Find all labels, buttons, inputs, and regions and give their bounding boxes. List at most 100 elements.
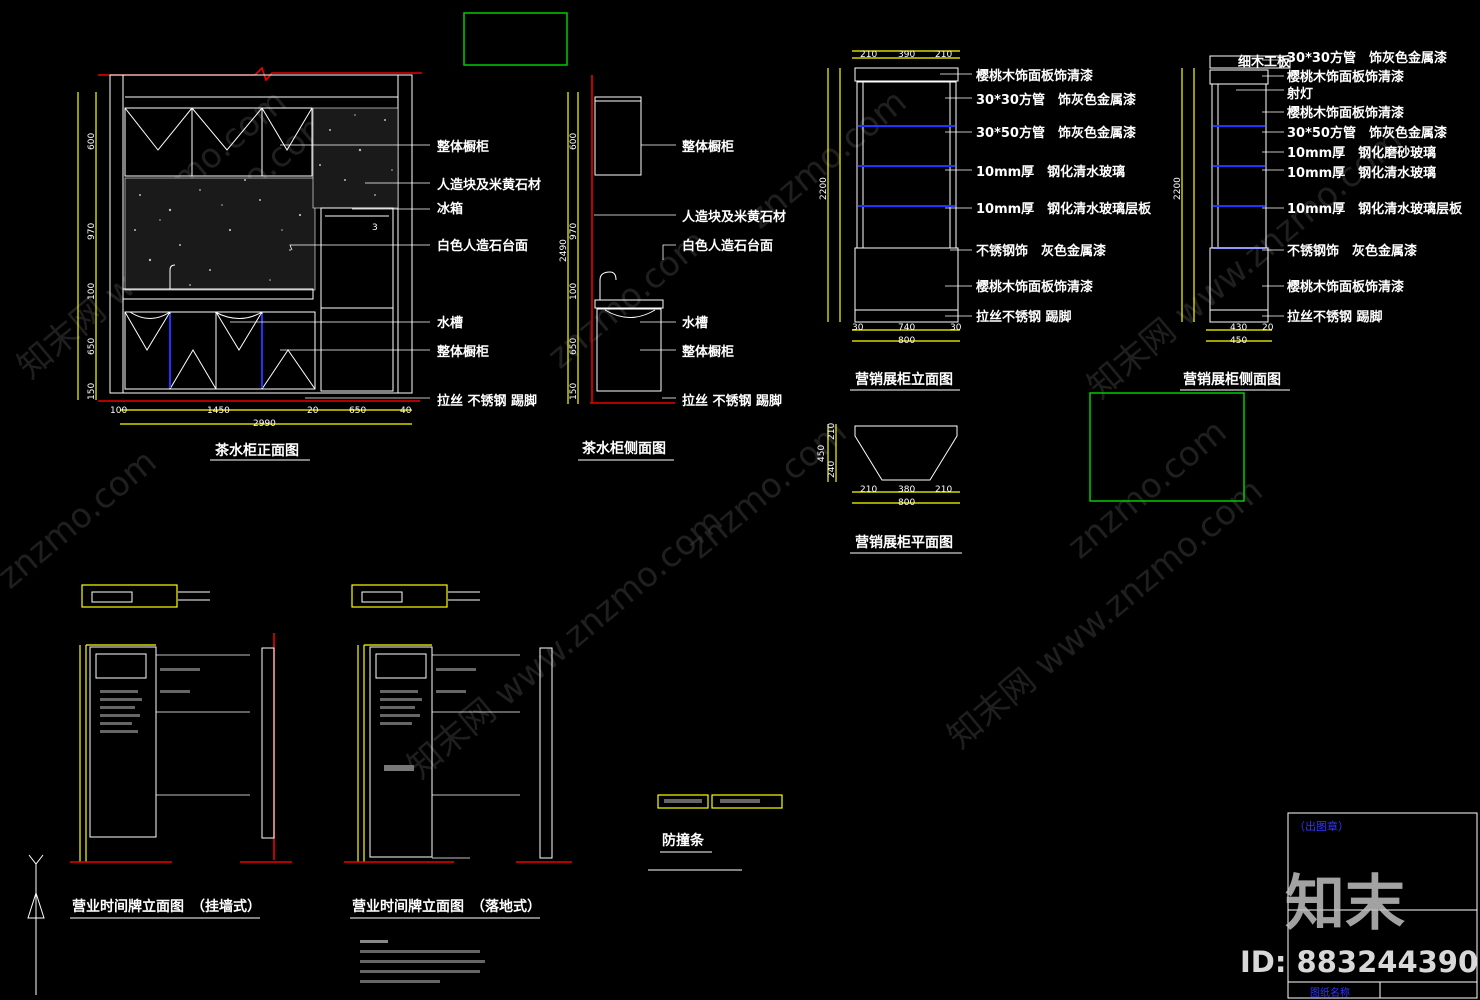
dim-v: 100 (87, 283, 97, 300)
label-kickplate: 拉丝 不锈钢 踢脚 (682, 393, 782, 409)
label-stamp: （出图章） (1294, 819, 1349, 833)
label-kickplate: 拉丝不锈钢 踢脚 (976, 309, 1072, 325)
dim-v: 600 (87, 133, 97, 150)
label-square-tube: 30*30方管 饰灰色金属漆 (1287, 50, 1447, 66)
dim-v: 240 (827, 461, 837, 478)
ucs-axis-icon (27, 854, 45, 995)
sign-text-block (100, 690, 142, 733)
dim-bottom: 740 (898, 323, 915, 333)
dim-v: 210 (827, 423, 837, 440)
dim-v-total: 2200 (1173, 177, 1183, 200)
watermark-site: 知末网 www.znzmo.com (400, 500, 731, 786)
dim-top: 390 (898, 50, 915, 60)
dim-v-total: 2200 (819, 177, 829, 200)
label-integrated-cabinet: 整体橱柜 (681, 139, 734, 155)
label-cherry-panel: 樱桃木饰面板饰清漆 (1287, 105, 1404, 121)
dim-bottom-total: 450 (1230, 336, 1247, 346)
label-stone: 人造块及米黄石材 (437, 177, 541, 193)
dim-bottom: 430 (1230, 323, 1247, 333)
title-tea-front: 茶水柜正面图 (214, 442, 299, 459)
label-square-tube: 30*50方管 饰灰色金属漆 (1287, 125, 1447, 141)
title-display-plan: 营销展柜平面图 (855, 534, 953, 551)
title-display-front: 营销展柜立面图 (855, 371, 953, 388)
display-cabinet-front-elevation: 210 390 210 2200 30 740 30 800 樱桃木饰面板 (819, 50, 1152, 391)
label-drawing-name: 图纸名称 (1310, 986, 1350, 999)
label-integrated-cabinet: 整体橱柜 (436, 344, 489, 360)
label-integrated-cabinet: 整体橱柜 (681, 344, 734, 360)
dim-v-total: 2490 (559, 239, 569, 262)
dim-v: 970 (87, 223, 97, 240)
dim-top: 210 (860, 485, 877, 495)
dim-bottom-total: 800 (898, 498, 915, 508)
label-steel: 不锈钢饰 灰色金属漆 (976, 243, 1106, 259)
label-cherry-panel: 樱桃木饰面板饰清漆 (1287, 279, 1404, 295)
label-glass: 10mm厚 钢化清水玻璃 (976, 164, 1125, 180)
dim-bottom-total: 800 (898, 336, 915, 346)
label-stone: 人造块及米黄石材 (682, 209, 786, 225)
dim-v: 450 (817, 445, 827, 462)
dim-v: 150 (87, 383, 97, 400)
dim-v: 650 (569, 338, 579, 355)
watermark-site: znzmo.com (0, 442, 164, 597)
dim-bottom: 30 (852, 323, 864, 333)
dim-h: 100 (110, 406, 127, 416)
stone-speckle (134, 114, 393, 286)
dim-h: 650 (349, 406, 366, 416)
anti-collision-strip: 防撞条 (648, 794, 783, 871)
green-frame-top (463, 12, 568, 66)
dim-top: 210 (935, 50, 952, 60)
label-square-tube: 30*50方管 饰灰色金属漆 (976, 125, 1136, 141)
label-sink: 水槽 (682, 315, 708, 331)
notes-block (360, 940, 485, 983)
dim-bottom: 30 (950, 323, 962, 333)
label-worktop: 白色人造石台面 (437, 238, 528, 254)
label-kickplate: 拉丝 不锈钢 踢脚 (437, 393, 537, 409)
dim-h: 20 (307, 406, 319, 416)
display-cabinet-plan: 210 450 240 210 380 210 800 营销展柜平面图 (817, 423, 962, 554)
label-cherry-panel: 樱桃木饰面板饰清漆 (976, 279, 1093, 295)
label-steel: 不锈钢饰 灰色金属漆 (1287, 243, 1417, 259)
label-glass-shelf: 10mm厚 钢化清水玻璃层板 (1287, 201, 1463, 217)
dim-h-total: 2990 (253, 419, 276, 429)
watermark-id: ID: 883244390 (1240, 945, 1478, 979)
dim-top: 380 (898, 485, 915, 495)
green-frame-right (1089, 392, 1245, 502)
label-glass-shelf: 10mm厚 钢化清水玻璃层板 (976, 201, 1152, 217)
label-frosted-glass: 10mm厚 钢化磨砂玻璃 (1287, 145, 1436, 161)
dim-top: 210 (935, 485, 952, 495)
label-kickplate: 拉丝不锈钢 踢脚 (1287, 309, 1383, 325)
label-integrated-cabinet: 整体橱柜 (436, 139, 489, 155)
hours-sign-floor-elevation: 营业时间牌立面图 （落地式） (344, 584, 572, 983)
dim-h: 1450 (207, 406, 230, 416)
label-fridge: 冰箱 (437, 201, 463, 217)
label-cherry-panel: 樱桃木饰面板饰清漆 (1287, 69, 1404, 85)
label-glass: 10mm厚 钢化清水玻璃 (1287, 165, 1436, 181)
dim-v: 100 (569, 283, 579, 300)
label-spotlight: 射灯 (1286, 86, 1313, 102)
fridge-mark: 3 (372, 223, 378, 233)
tea-cabinet-front-elevation: 3 100 1450 20 650 40 2990 600 970 100 65… (77, 66, 541, 461)
title-block: （出图章） 图纸名称 (1287, 812, 1478, 999)
hours-sign-wall-elevation: 营业时间牌立面图 （挂墙式） (70, 584, 292, 919)
title-tea-side: 茶水柜侧面图 (581, 440, 666, 457)
dim-top: 210 (860, 50, 877, 60)
dim-v: 970 (569, 223, 579, 240)
watermark-site: 知末网 www.znzmo.com (1080, 120, 1411, 406)
label-worktop: 白色人造石台面 (682, 238, 773, 254)
dim-v: 150 (569, 383, 579, 400)
dim-v: 600 (569, 133, 579, 150)
label-sink: 水槽 (437, 315, 463, 331)
dim-v: 650 (87, 338, 97, 355)
display-cabinet-side-elevation: 细木工板 2200 430 20 450 30*30方管 (1173, 50, 1463, 391)
label-blockboard: 细木工板 (1238, 54, 1291, 70)
tea-cabinet-side-elevation: 600 970 100 650 150 2490 整体橱柜 人造块及米黄石材 白… (559, 75, 786, 461)
watermark-logo: 知末 (1285, 869, 1405, 939)
title-anti-collision: 防撞条 (662, 832, 705, 849)
sign-text-block (380, 690, 422, 771)
title-hours-floor: 营业时间牌立面图 （落地式） (352, 898, 541, 915)
dim-bottom: 20 (1262, 323, 1274, 333)
label-square-tube: 30*30方管 饰灰色金属漆 (976, 92, 1136, 108)
title-display-side: 营销展柜侧面图 (1183, 371, 1281, 388)
dim-h: 40 (400, 406, 412, 416)
